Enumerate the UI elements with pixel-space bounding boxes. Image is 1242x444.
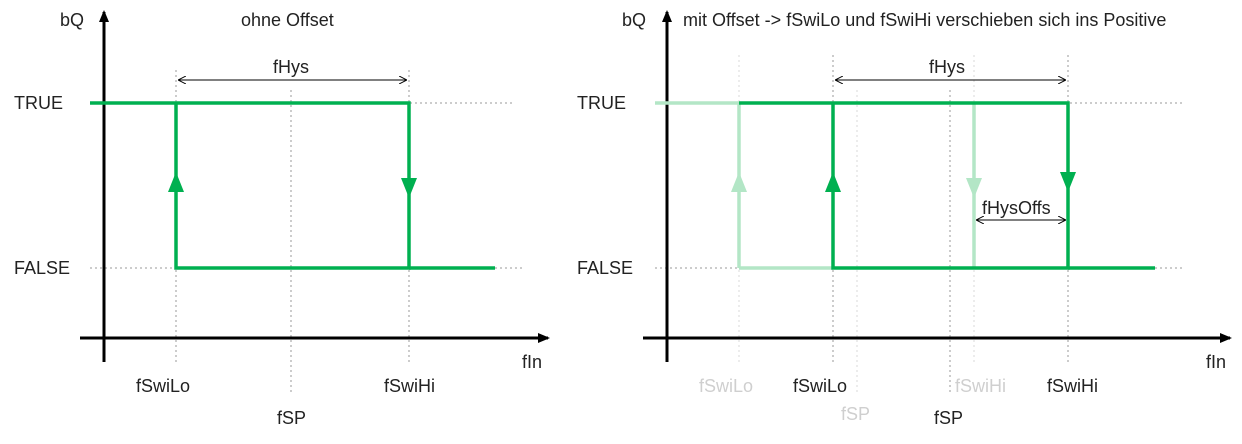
right-ghost-falling-arrow bbox=[966, 178, 982, 198]
left-diagram: ohne Offset bQ fIn TRUE FALSE fHys fSwiL… bbox=[14, 10, 550, 428]
left-fhys-label: fHys bbox=[273, 57, 309, 77]
right-ghost-fswihi-label: fSwiHi bbox=[955, 376, 1006, 396]
left-fswihi-label: fSwiHi bbox=[384, 376, 435, 396]
right-rising-arrow bbox=[825, 172, 841, 192]
right-falling-arrow bbox=[1060, 172, 1076, 192]
left-x-axis-label: fIn bbox=[522, 352, 542, 372]
left-true-label: TRUE bbox=[14, 93, 63, 113]
right-hysteresis-curve bbox=[739, 101, 1070, 270]
right-fhys-label: fHys bbox=[929, 57, 965, 77]
right-false-label: FALSE bbox=[577, 258, 633, 278]
right-title: mit Offset -> fSwiLo und fSwiHi verschie… bbox=[683, 10, 1166, 30]
left-false-label: FALSE bbox=[14, 258, 70, 278]
right-ghost-rising-arrow bbox=[731, 172, 747, 192]
right-true-label: TRUE bbox=[577, 93, 626, 113]
left-y-axis-label: bQ bbox=[60, 10, 84, 30]
left-falling-arrow bbox=[401, 178, 417, 198]
right-ghost-fswilo-label: fSwiLo bbox=[699, 376, 753, 396]
right-fswihi-label: fSwiHi bbox=[1047, 376, 1098, 396]
left-fsp-label: fSP bbox=[277, 408, 306, 428]
right-fsp-label: fSP bbox=[934, 408, 963, 428]
right-fhysoffs-label: fHysOffs bbox=[982, 198, 1051, 218]
right-fswilo-label: fSwiLo bbox=[793, 376, 847, 396]
right-diagram: mit Offset -> fSwiLo und fSwiHi verschie… bbox=[577, 10, 1232, 428]
left-title: ohne Offset bbox=[241, 10, 334, 30]
right-ghost-fsp-label: fSP bbox=[841, 404, 870, 424]
right-y-axis-label: bQ bbox=[622, 10, 646, 30]
left-fswilo-label: fSwiLo bbox=[136, 376, 190, 396]
left-rising-arrow bbox=[168, 172, 184, 192]
left-hysteresis-curve bbox=[90, 101, 411, 270]
right-x-axis-label: fIn bbox=[1206, 352, 1226, 372]
